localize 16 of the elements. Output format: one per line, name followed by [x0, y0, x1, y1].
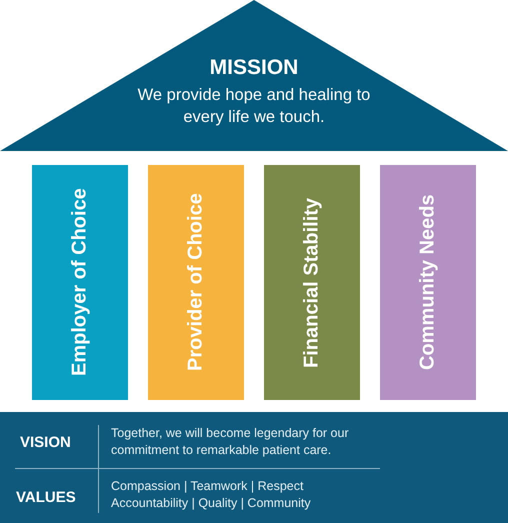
pillar-label: Provider of Choice	[184, 192, 208, 374]
roof-triangle	[0, 0, 508, 151]
pillar-label: Employer of Choice	[68, 188, 92, 378]
values-list: Compassion | Teamwork | Respect Accountability | Quality | Community	[111, 478, 341, 512]
row-heading: VALUES	[16, 489, 76, 506]
pillar	[264, 165, 360, 400]
heading: MISSION	[208, 56, 300, 80]
vision-statement: Together, we will become legendary for our commitment to remarkable patient care.	[111, 425, 350, 459]
mission-statement: We provide hope and healing to every life we touch.	[136, 85, 372, 128]
pillar-label: Community Needs	[416, 194, 440, 372]
base-band	[0, 412, 508, 523]
pillar-label: Financial Stability	[300, 196, 324, 370]
pillar	[32, 165, 128, 400]
pillar	[148, 165, 244, 400]
row-heading: VISION	[20, 434, 71, 451]
pillar	[380, 165, 476, 400]
